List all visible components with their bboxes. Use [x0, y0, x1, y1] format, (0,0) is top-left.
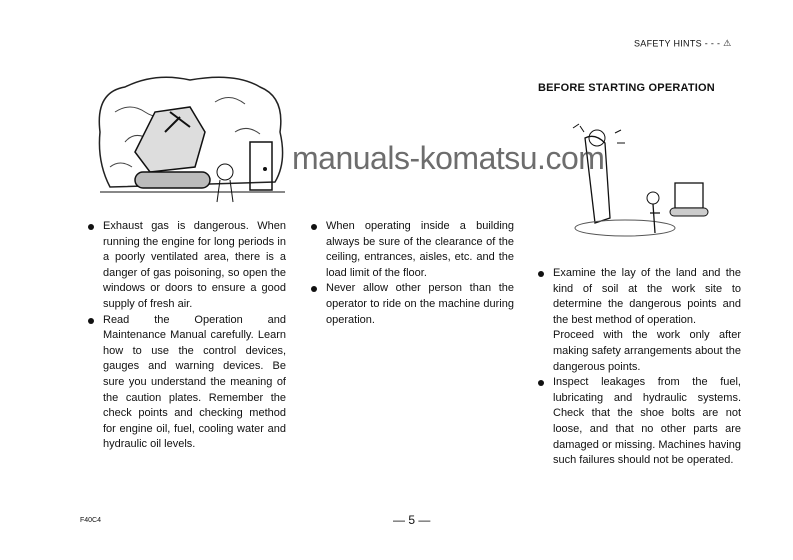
bullet-item: Inspect leakages from the fuel, lubricat…	[538, 375, 741, 469]
bullet-item: Examine the lay of the land and the kind…	[538, 266, 741, 375]
bullet-text: Exhaust gas is dangerous. When running t…	[103, 220, 286, 310]
bullet-text: Never allow other person than the operat…	[326, 282, 514, 326]
bullet-item: Exhaust gas is dangerous. When running t…	[88, 219, 286, 313]
bullet-text: Read the Operation and Maintenance Manua…	[103, 313, 286, 451]
footer-code: F40C4	[80, 517, 102, 524]
column-3: Examine the lay of the land and the kind…	[538, 266, 741, 469]
bullet-text: Examine the lay of the land and the kind…	[553, 267, 741, 326]
bullet-text: When operating inside a building always …	[326, 220, 514, 279]
bullet-item: Never allow other person than the operat…	[311, 281, 514, 328]
column-2: When operating inside a building always …	[311, 219, 514, 328]
running-header: SAFETY HINTS - - - ⚠	[634, 38, 731, 49]
running-title: SAFETY HINTS - - -	[634, 38, 721, 49]
bullet-item: When operating inside a building always …	[311, 219, 514, 281]
page-number: — 5 —	[393, 513, 431, 527]
bullet-text: Inspect leakages from the fuel, lubricat…	[553, 376, 741, 467]
bullet-extra-text: Proceed with the work only after making …	[553, 329, 741, 373]
worksite-survey-illustration	[572, 123, 709, 237]
section-title: BEFORE STARTING OPERATION	[538, 82, 715, 94]
column-1: Exhaust gas is dangerous. When running t…	[88, 219, 286, 453]
exhaust-gas-illustration	[98, 76, 285, 203]
bullet-item: Read the Operation and Maintenance Manua…	[88, 313, 286, 453]
watermark: manuals-komatsu.com	[292, 140, 605, 176]
warning-triangle-icon: ⚠	[723, 38, 732, 49]
